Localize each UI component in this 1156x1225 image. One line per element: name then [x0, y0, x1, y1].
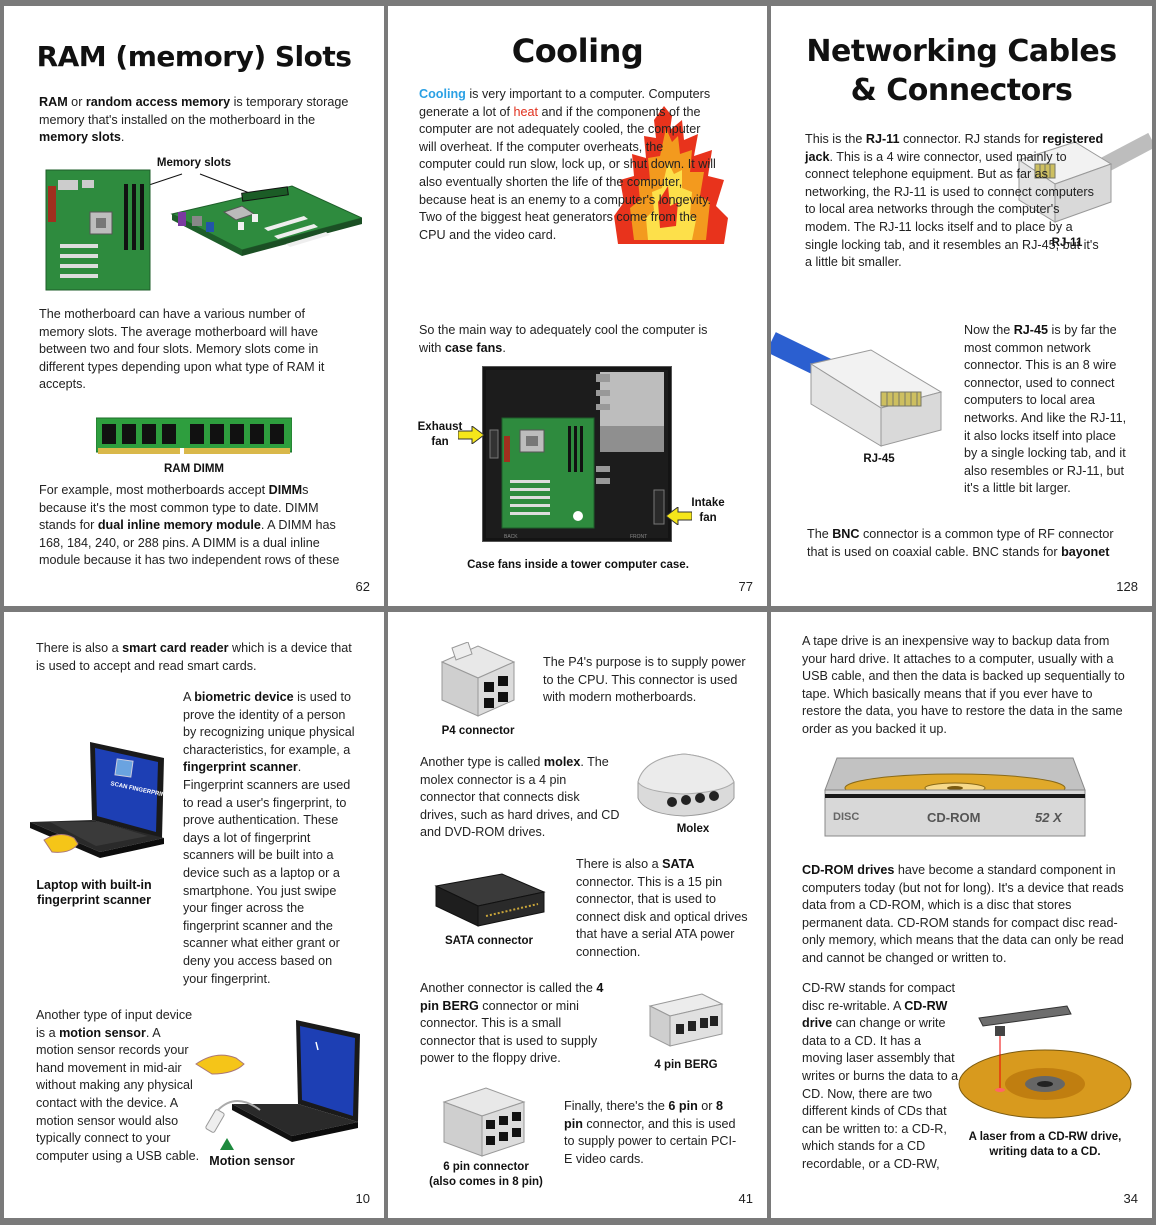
page-number: 77: [738, 579, 753, 594]
tower-case-illustration: BACK FRONT: [482, 366, 672, 542]
rj45-illustration: [771, 332, 943, 447]
case-fans-paragraph: So the main way to adequately cool the c…: [419, 323, 708, 355]
drive-speed-text: 52 X: [1035, 810, 1063, 825]
memory-slots-callout: Memory slots: [156, 157, 232, 169]
rj11-illustration: [1017, 132, 1152, 223]
sata-paragraph: There is also a SATA connector. This is …: [576, 857, 748, 959]
page-number: 34: [1123, 1191, 1138, 1206]
page-62: RAM (memory) Slots RAM or random access …: [4, 6, 384, 606]
page-128: Networking Cables& Connectors RJ-11 This…: [771, 6, 1152, 606]
rj45-paragraph: Now the RJ-45 is by far the most common …: [964, 323, 1127, 496]
sata-caption: SATA connector: [445, 935, 533, 947]
page-41: P4 connector The P4's purpose is to supp…: [388, 612, 767, 1218]
rj11-caption: RJ-11: [1051, 237, 1083, 249]
fire-icon: [614, 106, 728, 244]
six-pin-connector-illustration: [442, 1087, 526, 1157]
p4-connector-illustration: [440, 642, 516, 717]
rj45-caption: RJ-45: [863, 453, 895, 465]
berg-paragraph: Another connector is called the 4 pin BE…: [420, 981, 604, 1066]
case-fans-caption: Case fans inside a tower computer case.: [467, 559, 689, 571]
page-number: 128: [1116, 579, 1138, 594]
ram-dimm-illustration: [96, 417, 292, 456]
case-back-label: BACK: [504, 534, 518, 540]
slots-paragraph: The motherboard can have a various numbe…: [39, 307, 325, 392]
smart-card-paragraph: There is also a smart card reader which …: [36, 641, 352, 673]
molex-paragraph: Another type is called molex. The molex …: [420, 755, 620, 840]
page-title: Cooling: [511, 32, 644, 70]
ram-dimm-caption: RAM DIMM: [163, 463, 225, 475]
six-pin-paragraph: Finally, there's the 6 pin or 8 pin conn…: [564, 1099, 737, 1166]
page-number: 10: [355, 1191, 370, 1206]
p4-paragraph: The P4's purpose is to supply power to t…: [543, 655, 746, 705]
biometric-paragraph: A biometric device is used to prove the …: [183, 690, 355, 986]
cooling-paragraph: Cooling is very important to a computer.…: [419, 87, 716, 242]
intake-arrow-icon: [666, 507, 692, 525]
intro-paragraph: RAM or random access memory is temporary…: [39, 95, 349, 145]
page-10: There is also a smart card reader which …: [4, 612, 384, 1218]
molex-caption: Molex: [676, 823, 710, 835]
cd-rom-paragraph: CD-ROM drives have become a standard com…: [802, 863, 1124, 965]
page-title: Networking Cables& Connectors: [806, 34, 1117, 108]
six-pin-caption: 6 pin connector(also comes in 8 pin): [429, 1161, 543, 1188]
motion-sensor-paragraph: Another type of input device is a motion…: [36, 1008, 200, 1163]
page-title: RAM (memory) Slots: [36, 40, 352, 73]
cd-rw-paragraph: CD-RW stands for compact disc re-writabl…: [802, 981, 959, 1171]
laptop-caption: Laptop with built-in fingerprint scanner: [36, 878, 152, 907]
p4-caption: P4 connector: [441, 725, 515, 737]
dimm-paragraph: For example, most motherboards accept DI…: [39, 483, 340, 568]
sata-connector-illustration: [434, 873, 546, 927]
rj11-paragraph: This is the RJ-11 connector. RJ stands f…: [805, 132, 1104, 270]
cd-rom-drive-illustration: DISC CD-ROM 52 X: [824, 757, 1086, 837]
drive-logo-text: DISC: [833, 811, 859, 823]
berg-connector-illustration: [648, 993, 724, 1047]
exhaust-arrow-icon: [458, 426, 484, 444]
cd-laser-illustration: [958, 1005, 1132, 1119]
page-77: Cooling Cooling is very important to a c…: [388, 6, 767, 606]
page-number: 62: [355, 579, 370, 594]
laser-caption: A laser from a CD-RW drive,writing data …: [968, 1131, 1122, 1158]
motion-sensor-caption: Motion sensor: [209, 1154, 295, 1168]
molex-illustration: [637, 753, 735, 817]
bnc-paragraph: The BNC connector is a common type of RF…: [807, 527, 1114, 559]
triangle-marker-icon: [220, 1138, 234, 1150]
case-front-label: FRONT: [630, 534, 647, 540]
motherboard-illustration: [45, 169, 362, 291]
page-34: A tape drive is an inexpensive way to ba…: [771, 612, 1152, 1218]
laptop-motion-illustration: [195, 1020, 360, 1142]
berg-caption: 4 pin BERG: [654, 1059, 718, 1071]
drive-label-text: CD-ROM: [927, 810, 980, 825]
laptop-fingerprint-illustration: SCAN FINGERPRINT: [30, 742, 170, 858]
page-number: 41: [738, 1191, 753, 1206]
tape-drive-paragraph: A tape drive is an inexpensive way to ba…: [802, 634, 1125, 736]
